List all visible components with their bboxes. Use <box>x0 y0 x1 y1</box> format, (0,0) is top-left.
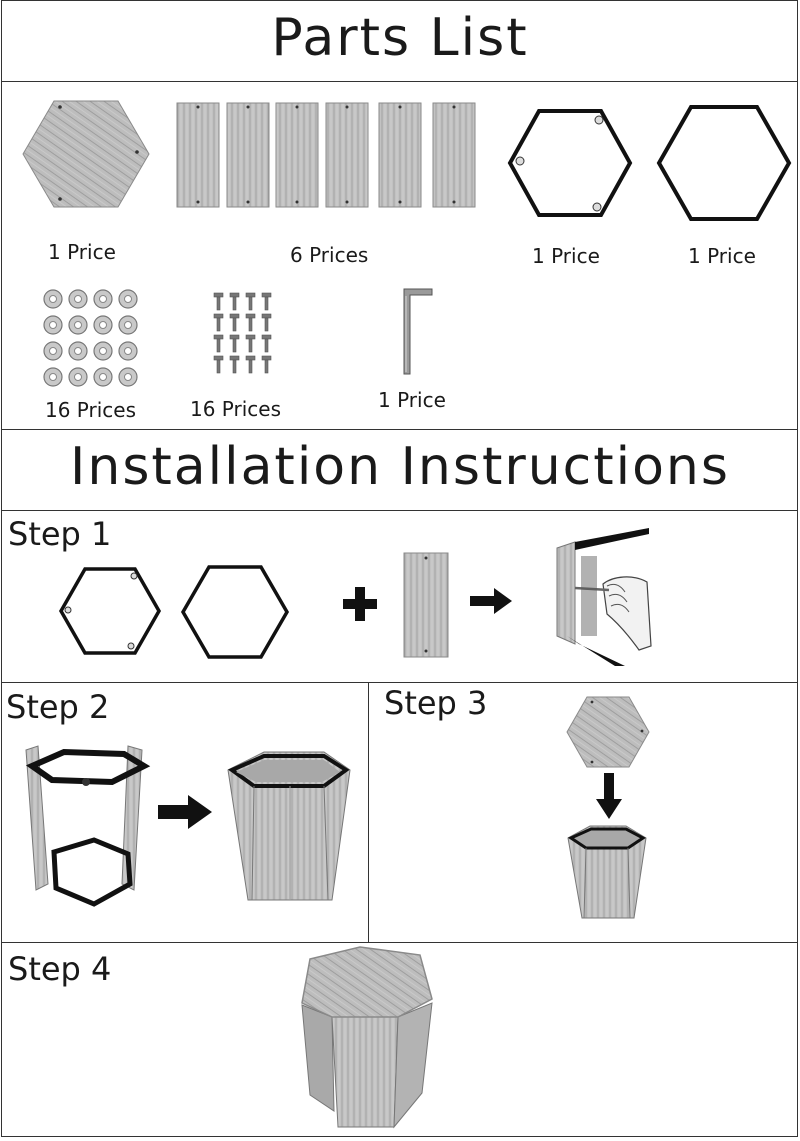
divider <box>1 942 798 943</box>
wood-slats-image <box>176 102 476 208</box>
arrow-right-icon <box>470 588 512 614</box>
step-1-label: Step 1 <box>8 515 112 553</box>
step-2-label: Step 2 <box>6 688 110 726</box>
divider <box>1 429 798 430</box>
hex-frame-image <box>656 105 792 221</box>
step-4-finished-stool <box>301 946 433 1129</box>
step-4-label: Step 4 <box>8 950 112 988</box>
step-2-assembled-body <box>227 751 351 901</box>
plus-icon <box>343 587 377 621</box>
screws-image <box>213 292 272 374</box>
step-3-hexagon-panel <box>566 696 650 768</box>
step-1-hex-frame <box>180 565 290 659</box>
part-qty-label: 1 Price <box>48 240 116 264</box>
step-1-wood-slat <box>403 552 449 658</box>
part-qty-label: 6 Prices <box>290 243 369 267</box>
hexagon-panel-image <box>22 100 150 208</box>
hex-frame-with-holes-image <box>507 109 633 217</box>
divider <box>368 682 369 942</box>
divider <box>1 510 798 511</box>
arrow-right-icon <box>158 795 212 829</box>
parts-list-title: Parts List <box>271 8 529 68</box>
allen-key-image <box>403 288 433 375</box>
washers-image <box>43 289 138 387</box>
step-2-frame-with-slats <box>25 745 151 907</box>
divider <box>1 682 798 683</box>
part-qty-label: 1 Price <box>532 244 600 268</box>
step-3-label: Step 3 <box>384 684 488 722</box>
part-qty-label: 16 Prices <box>45 398 137 422</box>
part-qty-label: 16 Prices <box>190 397 282 421</box>
step-3-assembled-body <box>567 825 647 919</box>
arrow-down-icon <box>596 773 622 819</box>
divider <box>1 81 798 82</box>
part-qty-label: 1 Price <box>688 244 756 268</box>
installation-instructions-title: Installation Instructions <box>70 437 730 497</box>
part-qty-label: 1 Price <box>378 388 446 412</box>
step-1-assembly-illustration <box>556 528 652 666</box>
step-1-hex-frame-with-holes <box>58 567 162 655</box>
